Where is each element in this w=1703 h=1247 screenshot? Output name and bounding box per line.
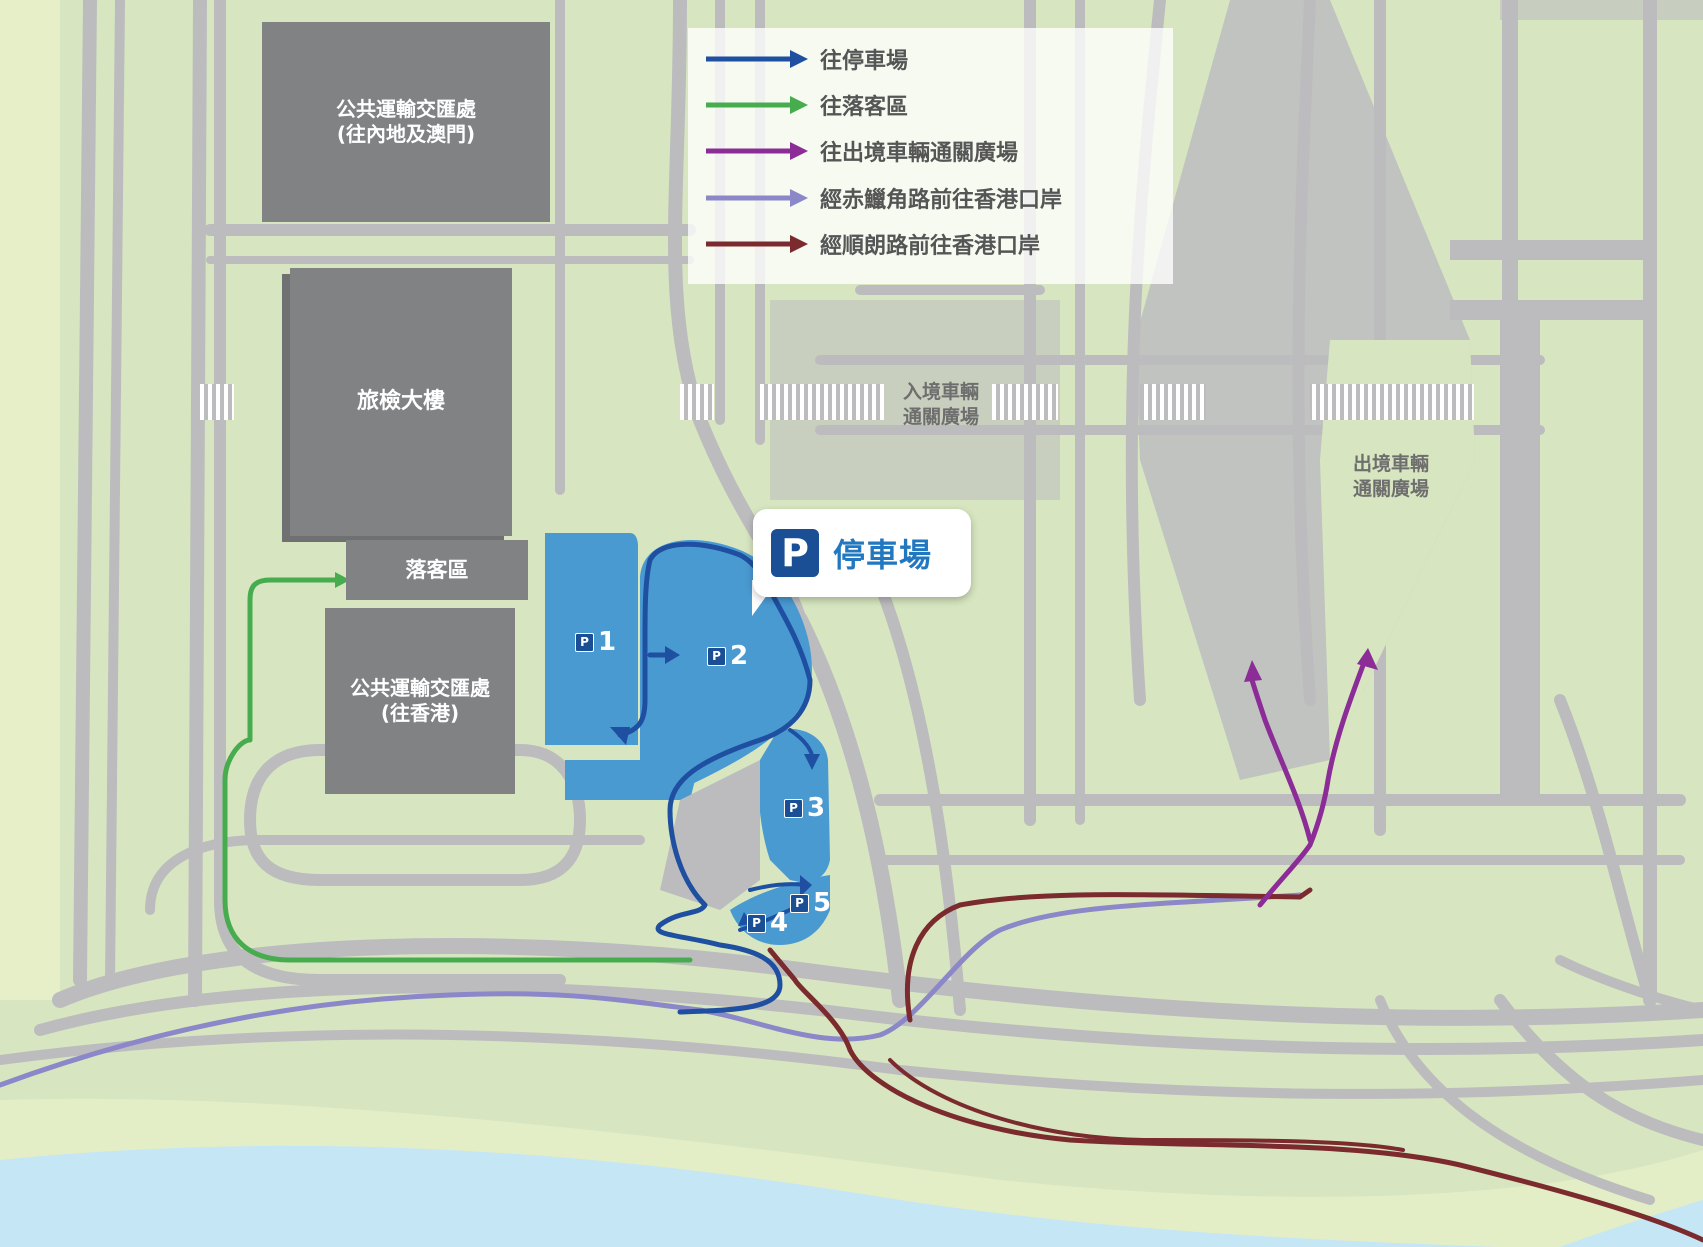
parking-icon: P [771,529,819,577]
route-carpark [617,541,813,1015]
route-dropoff [222,577,693,963]
passenger-building: 旅檢大樓 [290,268,512,536]
carpark-p5-number: 5 [813,888,832,918]
legend-item-departure-plaza: 往出境車輛通關廣場 [704,134,1018,168]
carpark-p5: P 5 [790,888,831,918]
carpark-p4: P 4 [747,908,788,938]
arrow-right-icon [706,189,808,207]
legend-item-chek-lap-kok: 經赤鱲角路前往香港口岸 [704,181,1062,215]
pti-mainland-building: 公共運輸交匯處 (往內地及澳門) [262,22,550,222]
arrow-right-icon [706,96,808,114]
route-chek-lap-kok [0,892,1303,1088]
arrow-right-icon [706,50,808,68]
map-legend: 往停車場 往落客區 往出境車輛通關廣場 經赤鱲角路前往香港口岸 經順朗路前往香港… [688,28,1173,284]
dropoff-label: 落客區 [405,557,469,582]
pti-hk-building: 公共運輸交匯處 (往香港) [325,608,515,794]
legend-item-dropoff: 往落客區 [704,88,908,122]
legend-label: 往出境車輛通關廣場 [820,141,1019,166]
route-departure-plaza [1249,657,1368,908]
route-shun-long [767,947,1703,1243]
carpark-p3-number: 3 [807,793,826,823]
arrow-right-icon [706,235,808,253]
pti-mainland-label: 公共運輸交匯處 (往內地及澳門) [336,97,476,146]
arrow-right-icon [706,142,808,160]
parking-icon: P [707,646,726,666]
legend-label: 往停車場 [820,49,909,74]
carpark-p2-number: 2 [730,641,749,671]
legend-item-carpark: 往停車場 [704,42,908,76]
carpark-callout[interactable]: P 停車場 [753,509,971,597]
legend-label: 經順朗路前往香港口岸 [820,234,1041,259]
carpark-p4-number: 4 [770,908,789,938]
parking-icon: P [747,913,766,933]
carpark-p1-number: 1 [598,627,617,657]
carpark-p2: P 2 [707,641,748,671]
passenger-building-label: 旅檢大樓 [356,389,445,415]
dropoff-building: 落客區 [346,540,528,600]
legend-item-shun-long: 經順朗路前往香港口岸 [704,227,1040,261]
parking-icon: P [575,632,594,652]
sea [0,1145,1500,1247]
pti-hk-label: 公共運輸交匯處 (往香港) [350,676,490,725]
parking-icon: P [784,798,803,818]
carpark-p1: P 1 [575,627,616,657]
carpark-callout-label: 停車場 [833,536,933,574]
carpark-p3: P 3 [784,793,825,823]
departure-plaza-label: 出境車輛 通關廣場 [1352,453,1429,500]
arrival-plaza-label: 入境車輛 通關廣場 [902,381,979,428]
parking-icon: P [790,893,809,913]
legend-label: 經赤鱲角路前往香港口岸 [820,188,1063,213]
legend-label: 往落客區 [820,95,909,120]
